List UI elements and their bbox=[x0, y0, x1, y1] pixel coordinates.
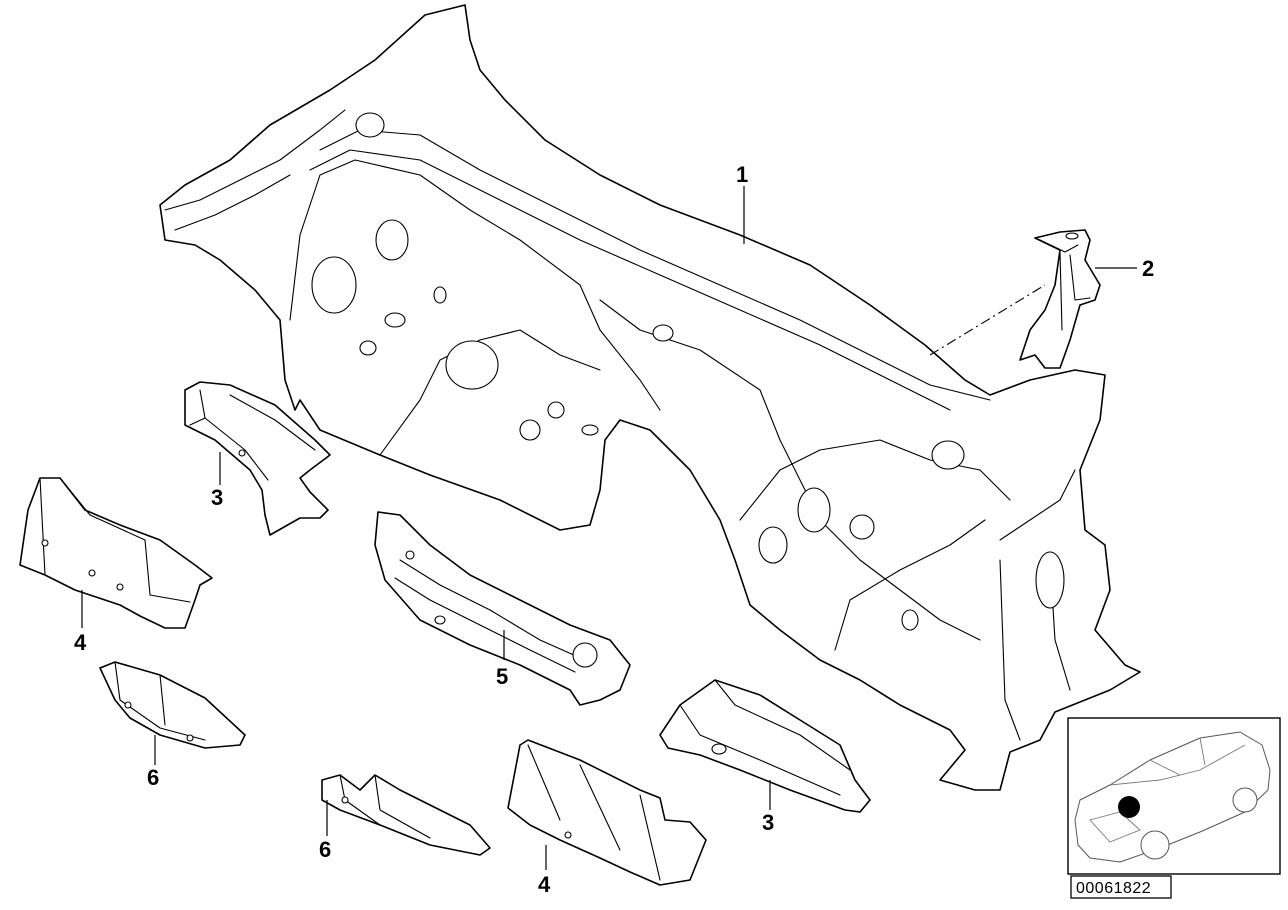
part-4-channel-bottom[interactable] bbox=[507, 739, 707, 886]
callout-1: 1 bbox=[736, 162, 748, 187]
reference-number-box bbox=[1070, 875, 1172, 899]
vehicle-locator-inset bbox=[1067, 717, 1281, 875]
callout-3-upper: 3 bbox=[211, 485, 223, 510]
callout-3-lower: 3 bbox=[762, 810, 774, 835]
location-marker-dot bbox=[1118, 796, 1140, 818]
part-3-support-lower[interactable] bbox=[659, 679, 871, 813]
part-3-support-upper[interactable] bbox=[184, 381, 331, 536]
callout-2: 2 bbox=[1142, 256, 1154, 281]
part-5-crossmember[interactable] bbox=[374, 511, 631, 706]
callout-4-left: 4 bbox=[74, 630, 87, 655]
callout-6-left: 6 bbox=[147, 765, 159, 790]
part-6-gusset-left[interactable] bbox=[99, 661, 246, 749]
car-outline bbox=[1074, 731, 1271, 863]
callout-5: 5 bbox=[496, 664, 508, 689]
part-1-bulkhead[interactable] bbox=[159, 4, 1141, 791]
part-6-gusset-bottom[interactable] bbox=[321, 774, 491, 856]
part-4-channel-left[interactable] bbox=[19, 477, 213, 629]
reference-number: 00061822 bbox=[1076, 880, 1151, 897]
part-2-bracket[interactable] bbox=[1019, 229, 1101, 369]
callout-4-bottom: 4 bbox=[538, 872, 551, 897]
callout-6-bottom: 6 bbox=[319, 837, 331, 862]
leader-2-dash bbox=[929, 284, 1046, 356]
